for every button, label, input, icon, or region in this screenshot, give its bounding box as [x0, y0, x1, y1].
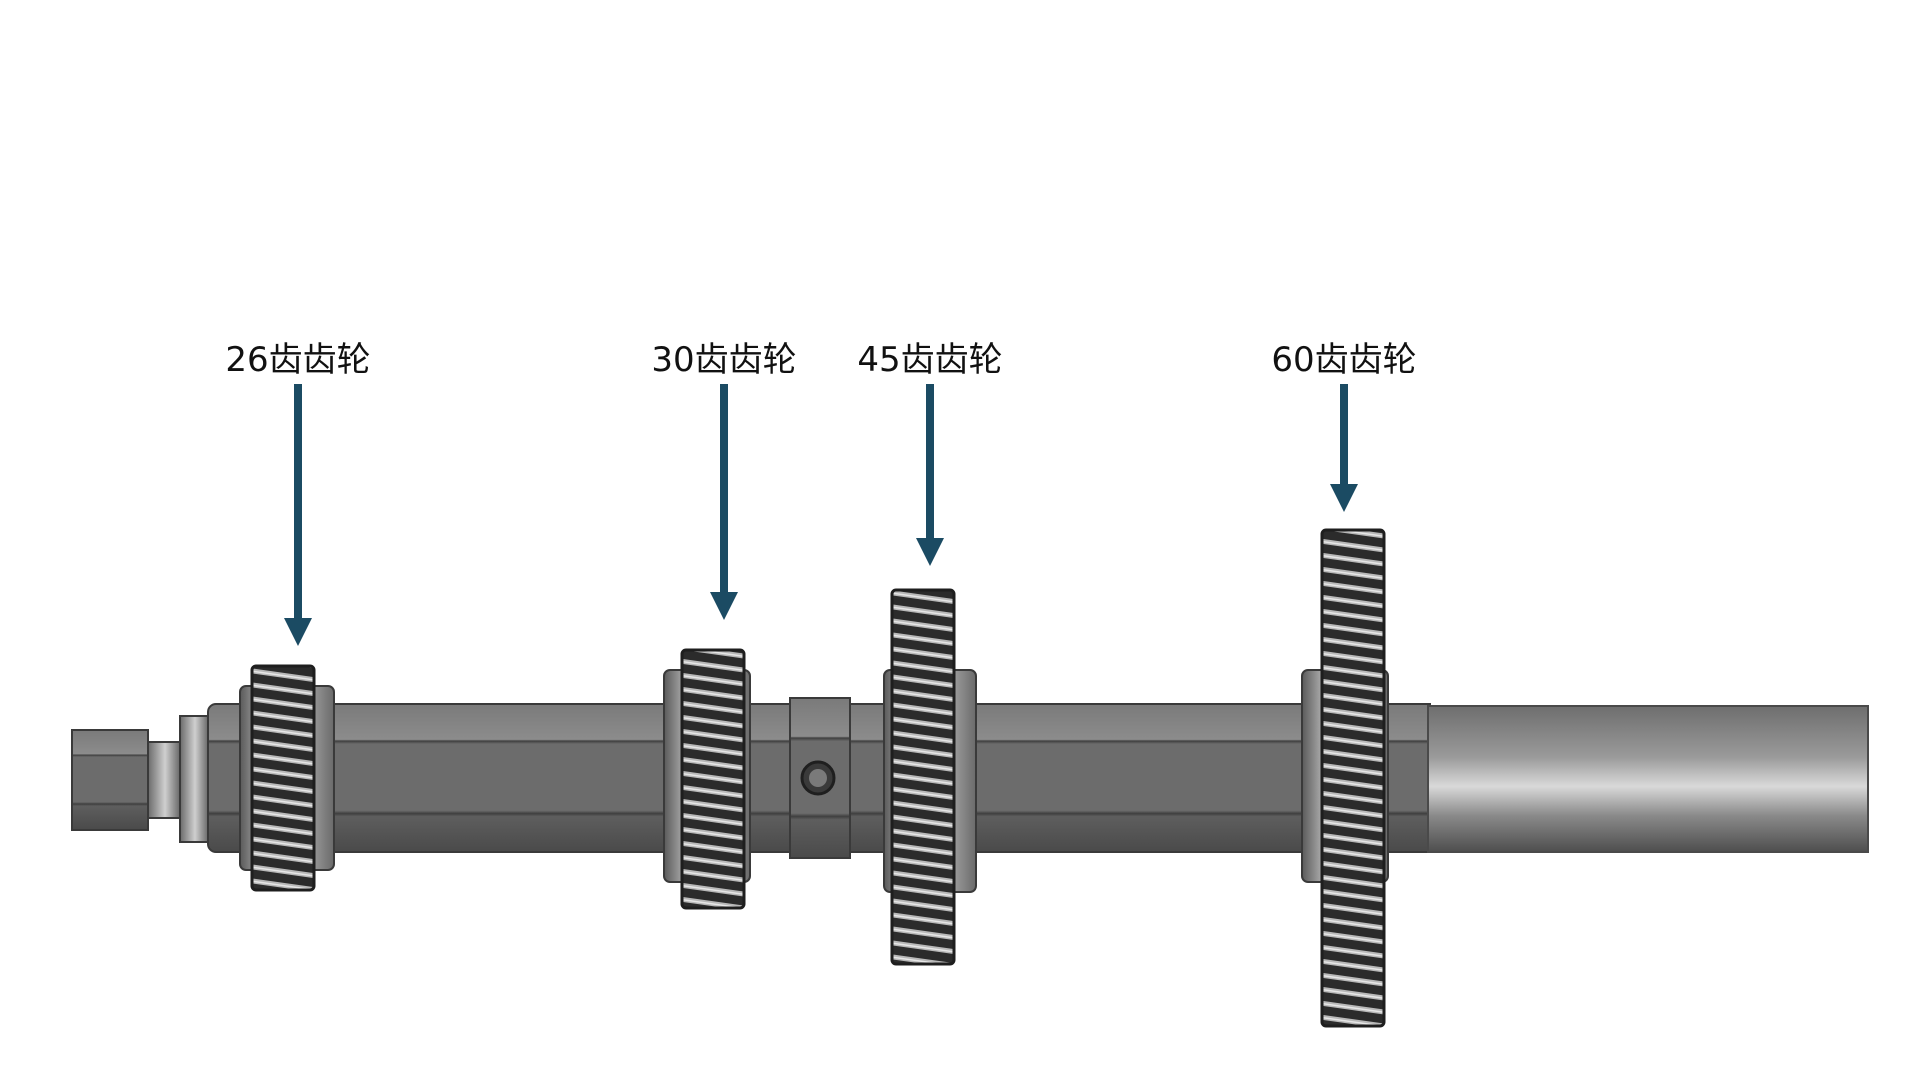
gear-label-30: 30齿齿轮 [651, 340, 797, 380]
arrow-gear-60 [1330, 384, 1358, 512]
shaft-end-neck [147, 741, 183, 819]
gear-body-30 [680, 648, 746, 910]
gear-label-60: 60齿齿轮 [1271, 340, 1417, 380]
shaft-round-section [1427, 705, 1869, 853]
shaft-end-hex [71, 729, 149, 831]
gear-label-45: 45齿齿轮 [857, 340, 1003, 380]
gear-body-26 [250, 664, 316, 892]
arrow-gear-45 [916, 384, 944, 566]
gear-label-26: 26齿齿轮 [225, 340, 371, 380]
arrow-gear-26 [284, 384, 312, 646]
gear-body-60 [1320, 528, 1386, 1028]
gear-body-45 [890, 588, 956, 966]
arrow-gear-30 [710, 384, 738, 620]
shaft-end-collar [179, 715, 211, 843]
